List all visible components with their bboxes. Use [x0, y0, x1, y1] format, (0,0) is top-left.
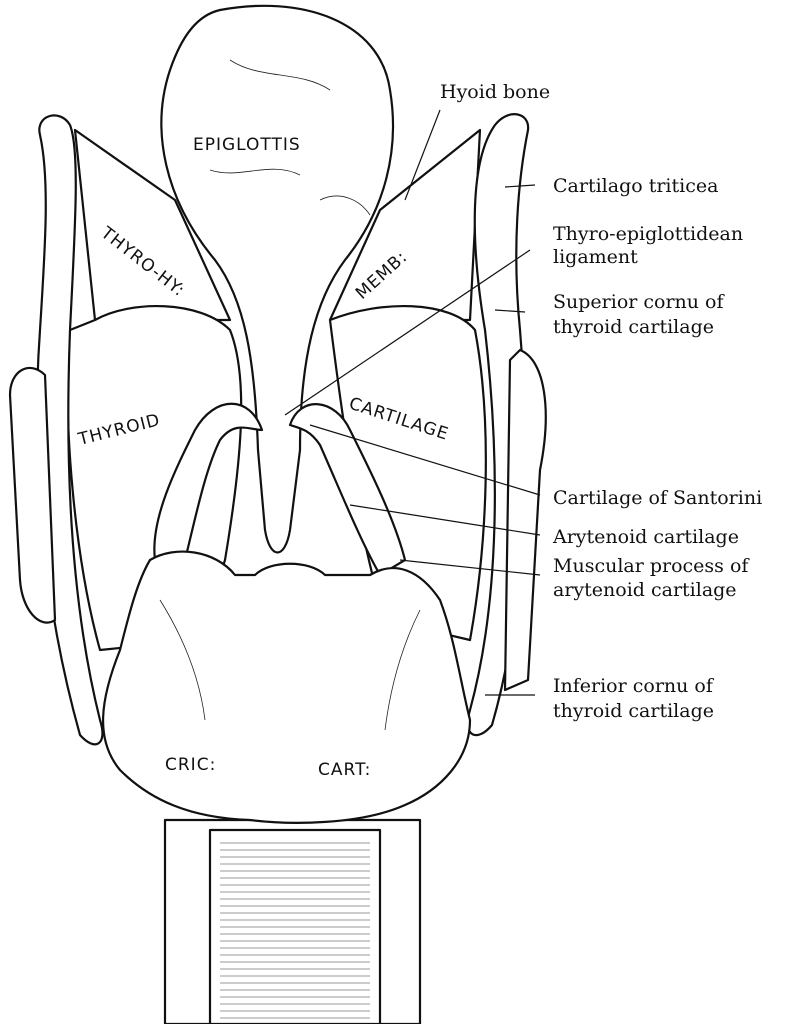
- label-thyro-epiglottidean-2: ligament: [553, 246, 638, 268]
- trachea: [163, 818, 422, 1024]
- label-superior-cornu-1: Superior cornu of: [553, 291, 725, 313]
- label-muscular-process-2: arytenoid cartilage: [553, 579, 737, 601]
- label-santorini: Cartilage of Santorini: [553, 487, 762, 509]
- leader-lines: [284, 109, 541, 696]
- label-epiglottis: EPIGLOTTIS: [193, 135, 301, 155]
- leader-thyro-epiglottidean: [284, 249, 531, 416]
- label-arytenoid: Arytenoid cartilage: [552, 526, 739, 548]
- leader-cartilago-triticea: [504, 184, 536, 188]
- label-inferior-cornu-2: thyroid cartilage: [553, 700, 714, 722]
- cricoid-cartilage: [102, 550, 472, 824]
- label-cric: CRIC:: [165, 755, 216, 775]
- label-thyro-epiglottidean-1: Thyro-epiglottidean: [553, 223, 743, 245]
- label-superior-cornu-2: thyroid cartilage: [553, 316, 714, 338]
- thyrohyoid-membrane: [73, 128, 482, 322]
- leader-hyoid-bone: [404, 109, 441, 201]
- arytenoid-cartilages: [153, 402, 407, 577]
- label-inferior-cornu-1: Inferior cornu of: [553, 675, 715, 697]
- epiglottis: [160, 4, 395, 554]
- label-muscular-process-1: Muscular process of: [553, 555, 750, 577]
- thyroid-frame: [8, 113, 547, 746]
- leader-santorini: [309, 424, 541, 496]
- leader-superior-cornu: [494, 309, 526, 313]
- leader-muscular-process: [399, 559, 541, 576]
- leader-arytenoid: [349, 504, 541, 536]
- label-cart: CART:: [318, 760, 371, 780]
- label-cartilago-triticea: Cartilago triticea: [553, 175, 718, 197]
- caption-labels: Hyoid bone Cartilago triticea Thyro-epig…: [440, 81, 762, 722]
- label-hyoid-bone: Hyoid bone: [440, 81, 550, 103]
